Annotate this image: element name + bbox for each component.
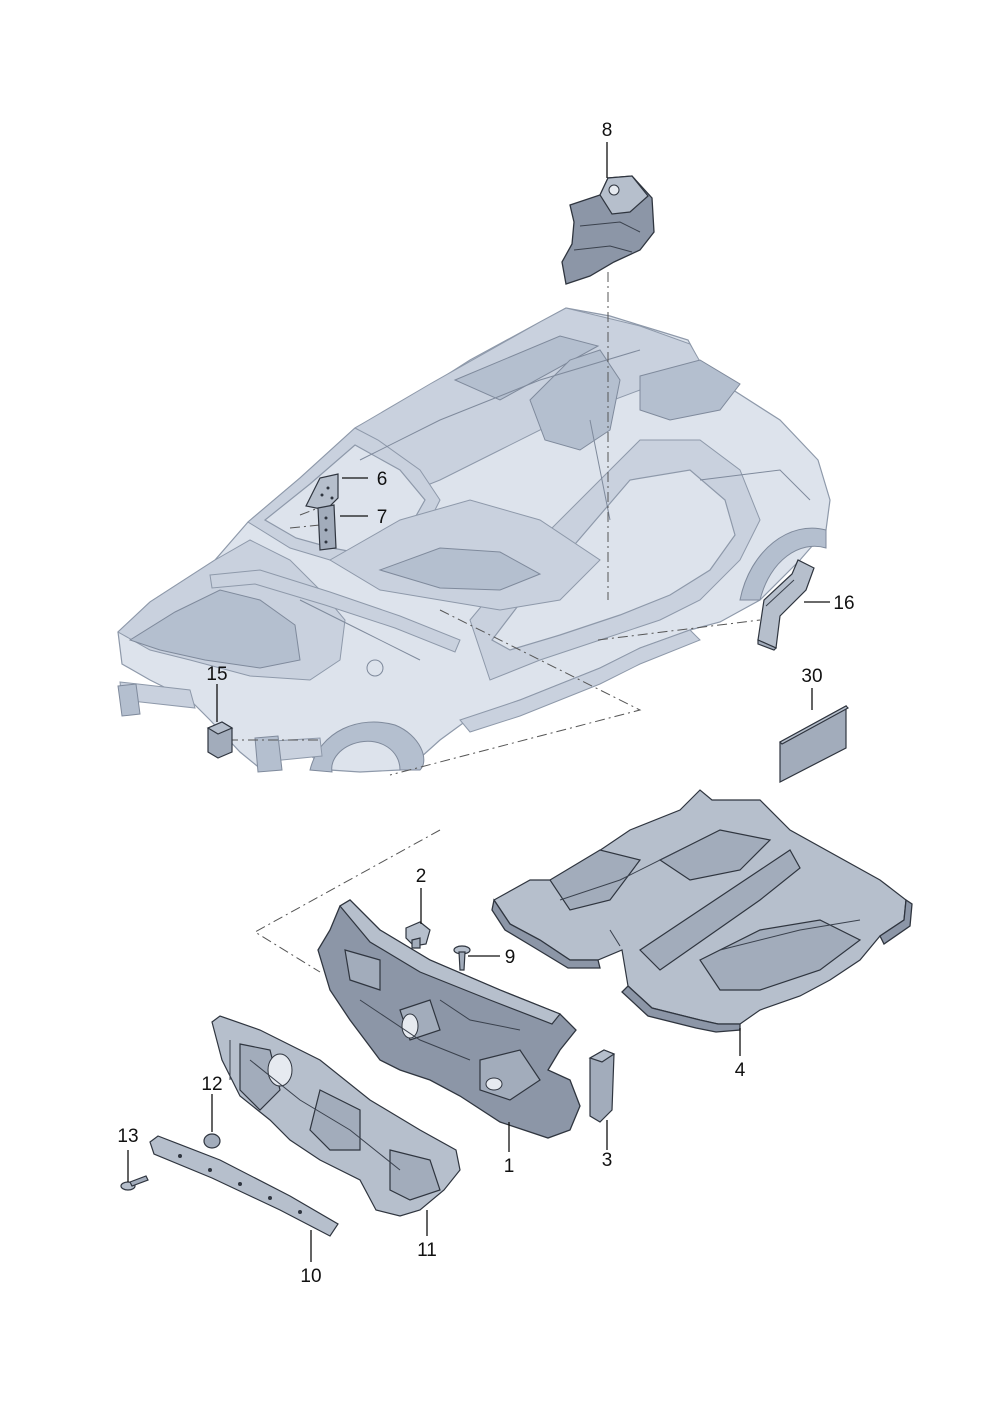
part-2-clip xyxy=(405,921,431,949)
part-15-block xyxy=(206,721,234,759)
label-8: 8 xyxy=(602,120,613,141)
label-16: 16 xyxy=(833,593,854,614)
label-9: 9 xyxy=(505,947,516,968)
part-7-pad xyxy=(317,504,337,551)
part-12-plug xyxy=(203,1133,221,1149)
part-1-dash-insulation xyxy=(317,899,581,1139)
label-30: 30 xyxy=(801,666,822,687)
part-10-strip xyxy=(149,1135,339,1237)
label-10: 10 xyxy=(300,1266,321,1287)
label-7: 7 xyxy=(377,507,388,528)
label-13: 13 xyxy=(117,1126,138,1147)
reference-lines-lower xyxy=(254,829,441,973)
label-11: 11 xyxy=(417,1240,437,1261)
label-4: 4 xyxy=(735,1060,746,1081)
label-1: 1 xyxy=(504,1156,515,1177)
label-6: 6 xyxy=(377,469,388,490)
reference-lines-body xyxy=(228,272,761,776)
car-body-shell xyxy=(117,307,831,773)
part-4-floor-insulation xyxy=(491,789,913,1033)
part-labels: 8 6 7 15 16 30 2 9 4 1 3 11 12 13 10 xyxy=(117,120,854,1287)
part-9-screw xyxy=(453,945,471,971)
label-15: 15 xyxy=(206,664,227,685)
part-8-wheelhouse-insulation xyxy=(561,175,655,285)
part-30-sheet xyxy=(779,704,849,783)
label-12: 12 xyxy=(201,1074,222,1095)
label-2: 2 xyxy=(416,866,427,887)
label-3: 3 xyxy=(602,1150,613,1171)
part-16-bracket-pad xyxy=(757,559,815,651)
part-3-pad xyxy=(588,1049,616,1123)
part-13-screw xyxy=(120,1175,149,1191)
part-11-inner-dash-insulation xyxy=(211,1015,461,1217)
leader-lines xyxy=(127,142,830,1262)
